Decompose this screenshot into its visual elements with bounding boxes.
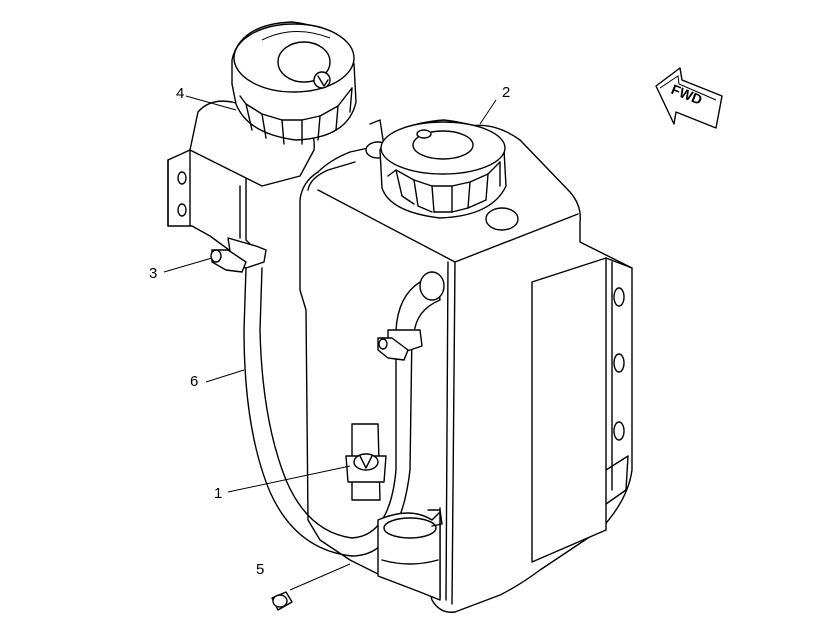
callout-6: 6 (190, 373, 198, 390)
clamp-3-upper (377, 329, 423, 361)
bottom-bracket (377, 509, 443, 601)
leader-lines (163, 95, 497, 591)
callout-2: 2 (502, 84, 510, 101)
reservoir-tank (299, 119, 633, 613)
filler-cap-4 (231, 21, 357, 145)
clamp-3-lower (210, 237, 267, 273)
fwd-direction-arrow: FWD (655, 67, 723, 129)
callout-5: 5 (256, 561, 264, 578)
fitting-1 (345, 423, 387, 501)
bracket-4 (167, 100, 315, 260)
callout-4: 4 (176, 85, 184, 102)
plug-5 (271, 591, 293, 611)
callout-1: 1 (214, 485, 222, 502)
callout-3: 3 (149, 265, 157, 282)
filler-cap-2 (379, 119, 507, 219)
